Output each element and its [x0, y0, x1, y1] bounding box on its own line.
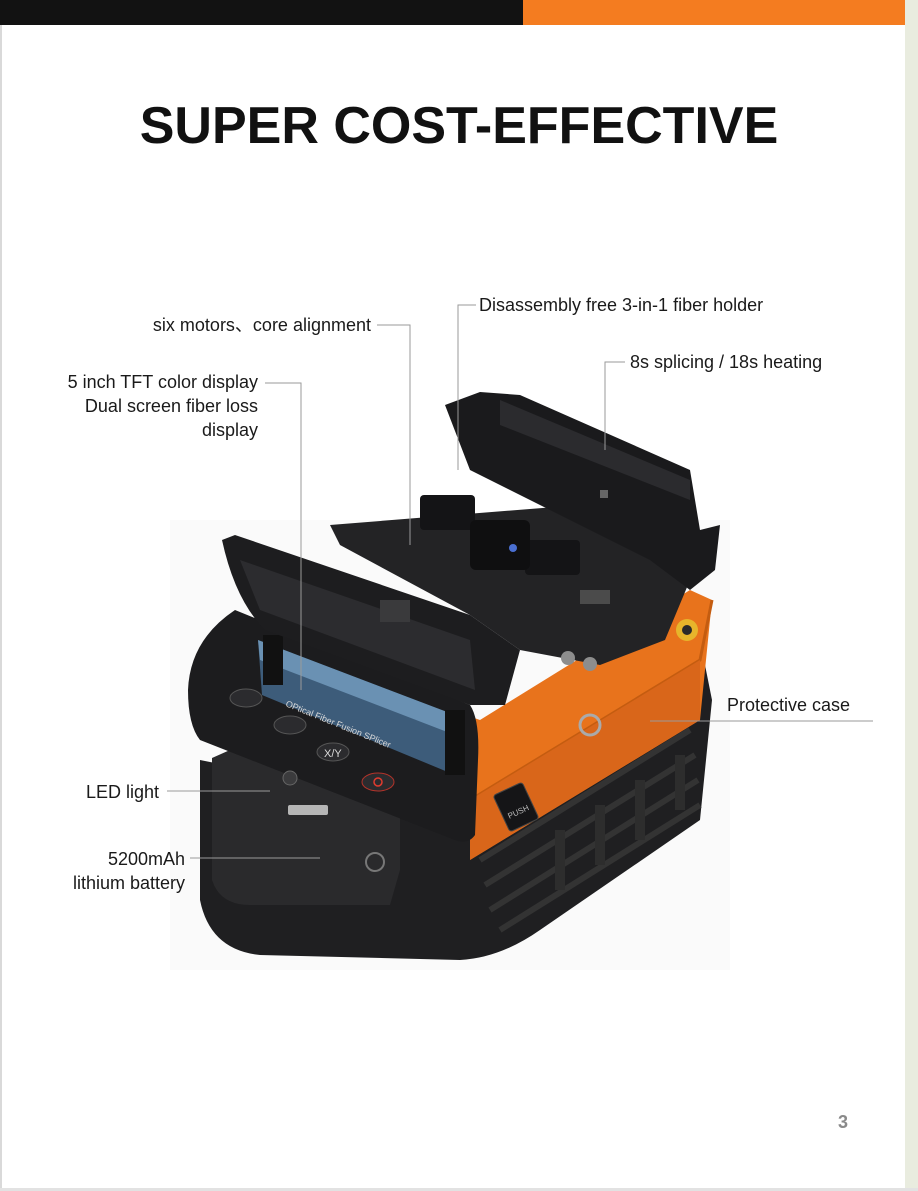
leader-holder [457, 304, 476, 470]
push-latch [493, 782, 539, 832]
page-number: 3 [838, 1112, 849, 1132]
xy-key-label: X/Y [324, 748, 342, 760]
page-shadow-bottom [0, 1188, 918, 1191]
callout-display-line3: display [201, 420, 258, 440]
header-bar-dark [0, 0, 523, 25]
callout-fiber-holder: Disassembly free 3-in-1 fiber holder [479, 295, 764, 315]
leader-splicing [604, 361, 625, 450]
strap-ring [578, 713, 602, 737]
header-bar-orange [523, 0, 905, 25]
heater-lid [445, 392, 720, 590]
electrode-block [470, 520, 530, 570]
reset-button [229, 688, 263, 708]
xy-button [316, 742, 350, 762]
callout-splicing-heating: 8s splicing / 18s heating [630, 352, 823, 372]
battery-indicator [288, 805, 328, 815]
callout-battery-line2: lithium battery [72, 873, 185, 893]
battery-button [365, 852, 385, 872]
led-light [282, 770, 298, 786]
fiber-holder-right [525, 540, 580, 575]
callout-display-line2: Dual screen fiber loss [84, 396, 258, 416]
callout-led-light: LED light [85, 782, 159, 802]
page-edge [0, 0, 2, 1191]
page-title: SUPER COST-EFFECTIVE [139, 97, 779, 155]
power-button [361, 772, 395, 792]
fiber-holder-left [420, 495, 475, 530]
callout-battery-line1: 5200mAh [107, 849, 185, 869]
leader-display [265, 382, 302, 690]
callout-six-motors: six motors、core alignment [152, 315, 371, 335]
case-ribs [478, 727, 702, 933]
play-button [273, 715, 307, 735]
callout-protective-case: Protective case [727, 695, 851, 715]
callout-display-line1: 5 inch TFT color display [67, 372, 258, 392]
page-shadow [905, 0, 918, 1191]
splicer-top-deck [330, 505, 690, 665]
hinge-screw [561, 651, 575, 665]
leader-motors [377, 324, 411, 545]
